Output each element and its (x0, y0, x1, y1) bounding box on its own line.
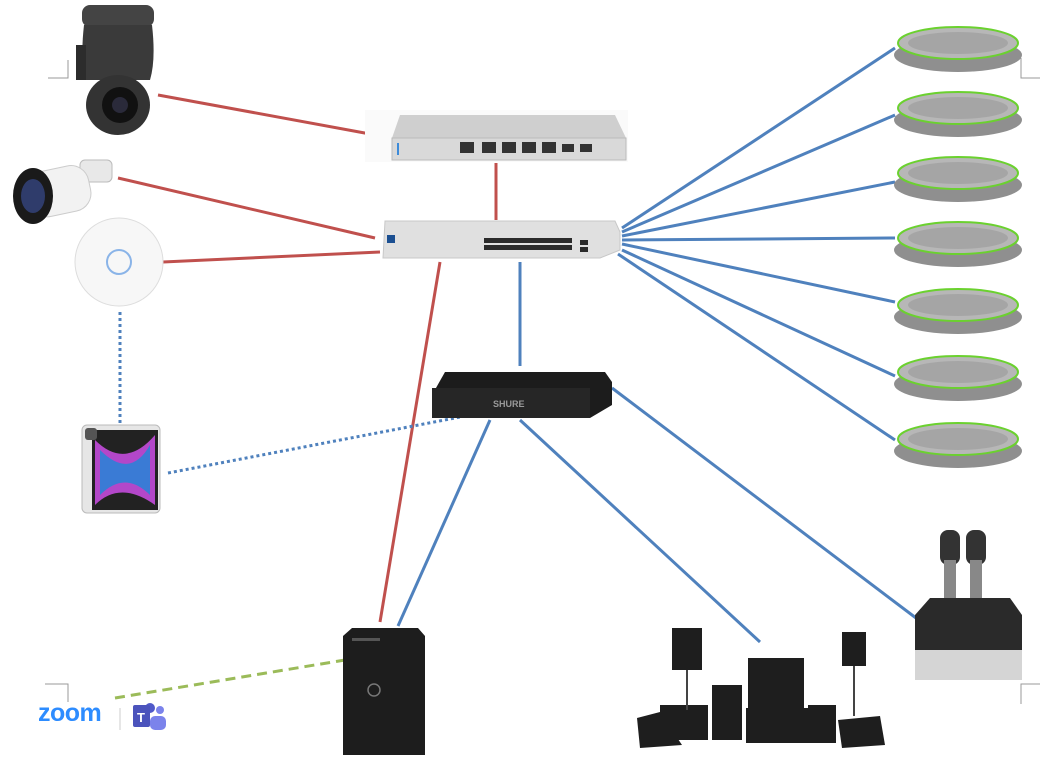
ceiling-mics (894, 26, 1022, 468)
link-mic-5 (621, 242, 896, 304)
audio-links (396, 46, 917, 644)
link-ptz-to-gateway (157, 93, 393, 140)
gateway-switch-icon (365, 110, 628, 162)
link-mic-4 (621, 236, 896, 242)
link-switch-to-pc (378, 261, 442, 623)
link-shure-to-charger (611, 386, 917, 620)
link-shure-to-speakers (518, 418, 762, 644)
zoom-logo: zoom (38, 699, 102, 727)
workstation-tower-icon (343, 628, 425, 755)
ceiling-mic-icon (894, 221, 1022, 267)
ceiling-mic-icon (894, 156, 1022, 202)
ceiling-mic-icon (894, 355, 1022, 401)
link-mic-3 (621, 180, 896, 238)
link-bullet-to-switch (117, 176, 376, 240)
crop-marks (45, 58, 1040, 704)
ceiling-mic-icon (894, 26, 1022, 72)
bullet-camera-icon (13, 159, 113, 224)
ceiling-mic-icon (894, 91, 1022, 137)
poe-switch-icon (382, 220, 621, 259)
shure-label: SHURE (493, 399, 525, 409)
link-mic-6 (621, 248, 896, 378)
wireless-mic-charger-icon (915, 530, 1022, 680)
link-ipad-to-shure (167, 412, 477, 475)
audio-processor-icon: SHURE (432, 372, 612, 418)
link-shure-to-pc (396, 419, 492, 627)
tablet-icon (81, 424, 161, 514)
ceiling-mic-icon (894, 288, 1022, 334)
link-mic-7 (617, 252, 896, 442)
access-point-icon (74, 217, 164, 307)
wireless-links (118, 312, 477, 475)
svg-text:T: T (137, 710, 145, 725)
link-mic-1 (621, 46, 896, 230)
ceiling-mic-icon (894, 422, 1022, 468)
link-mic-2 (621, 113, 896, 234)
ptz-camera-icon (76, 5, 154, 135)
link-ap-to-switch (162, 250, 381, 264)
link-software-to-pc (114, 658, 346, 700)
speaker-system-icon (637, 628, 885, 748)
network-links (117, 93, 498, 623)
teams-icon: T (119, 703, 166, 730)
